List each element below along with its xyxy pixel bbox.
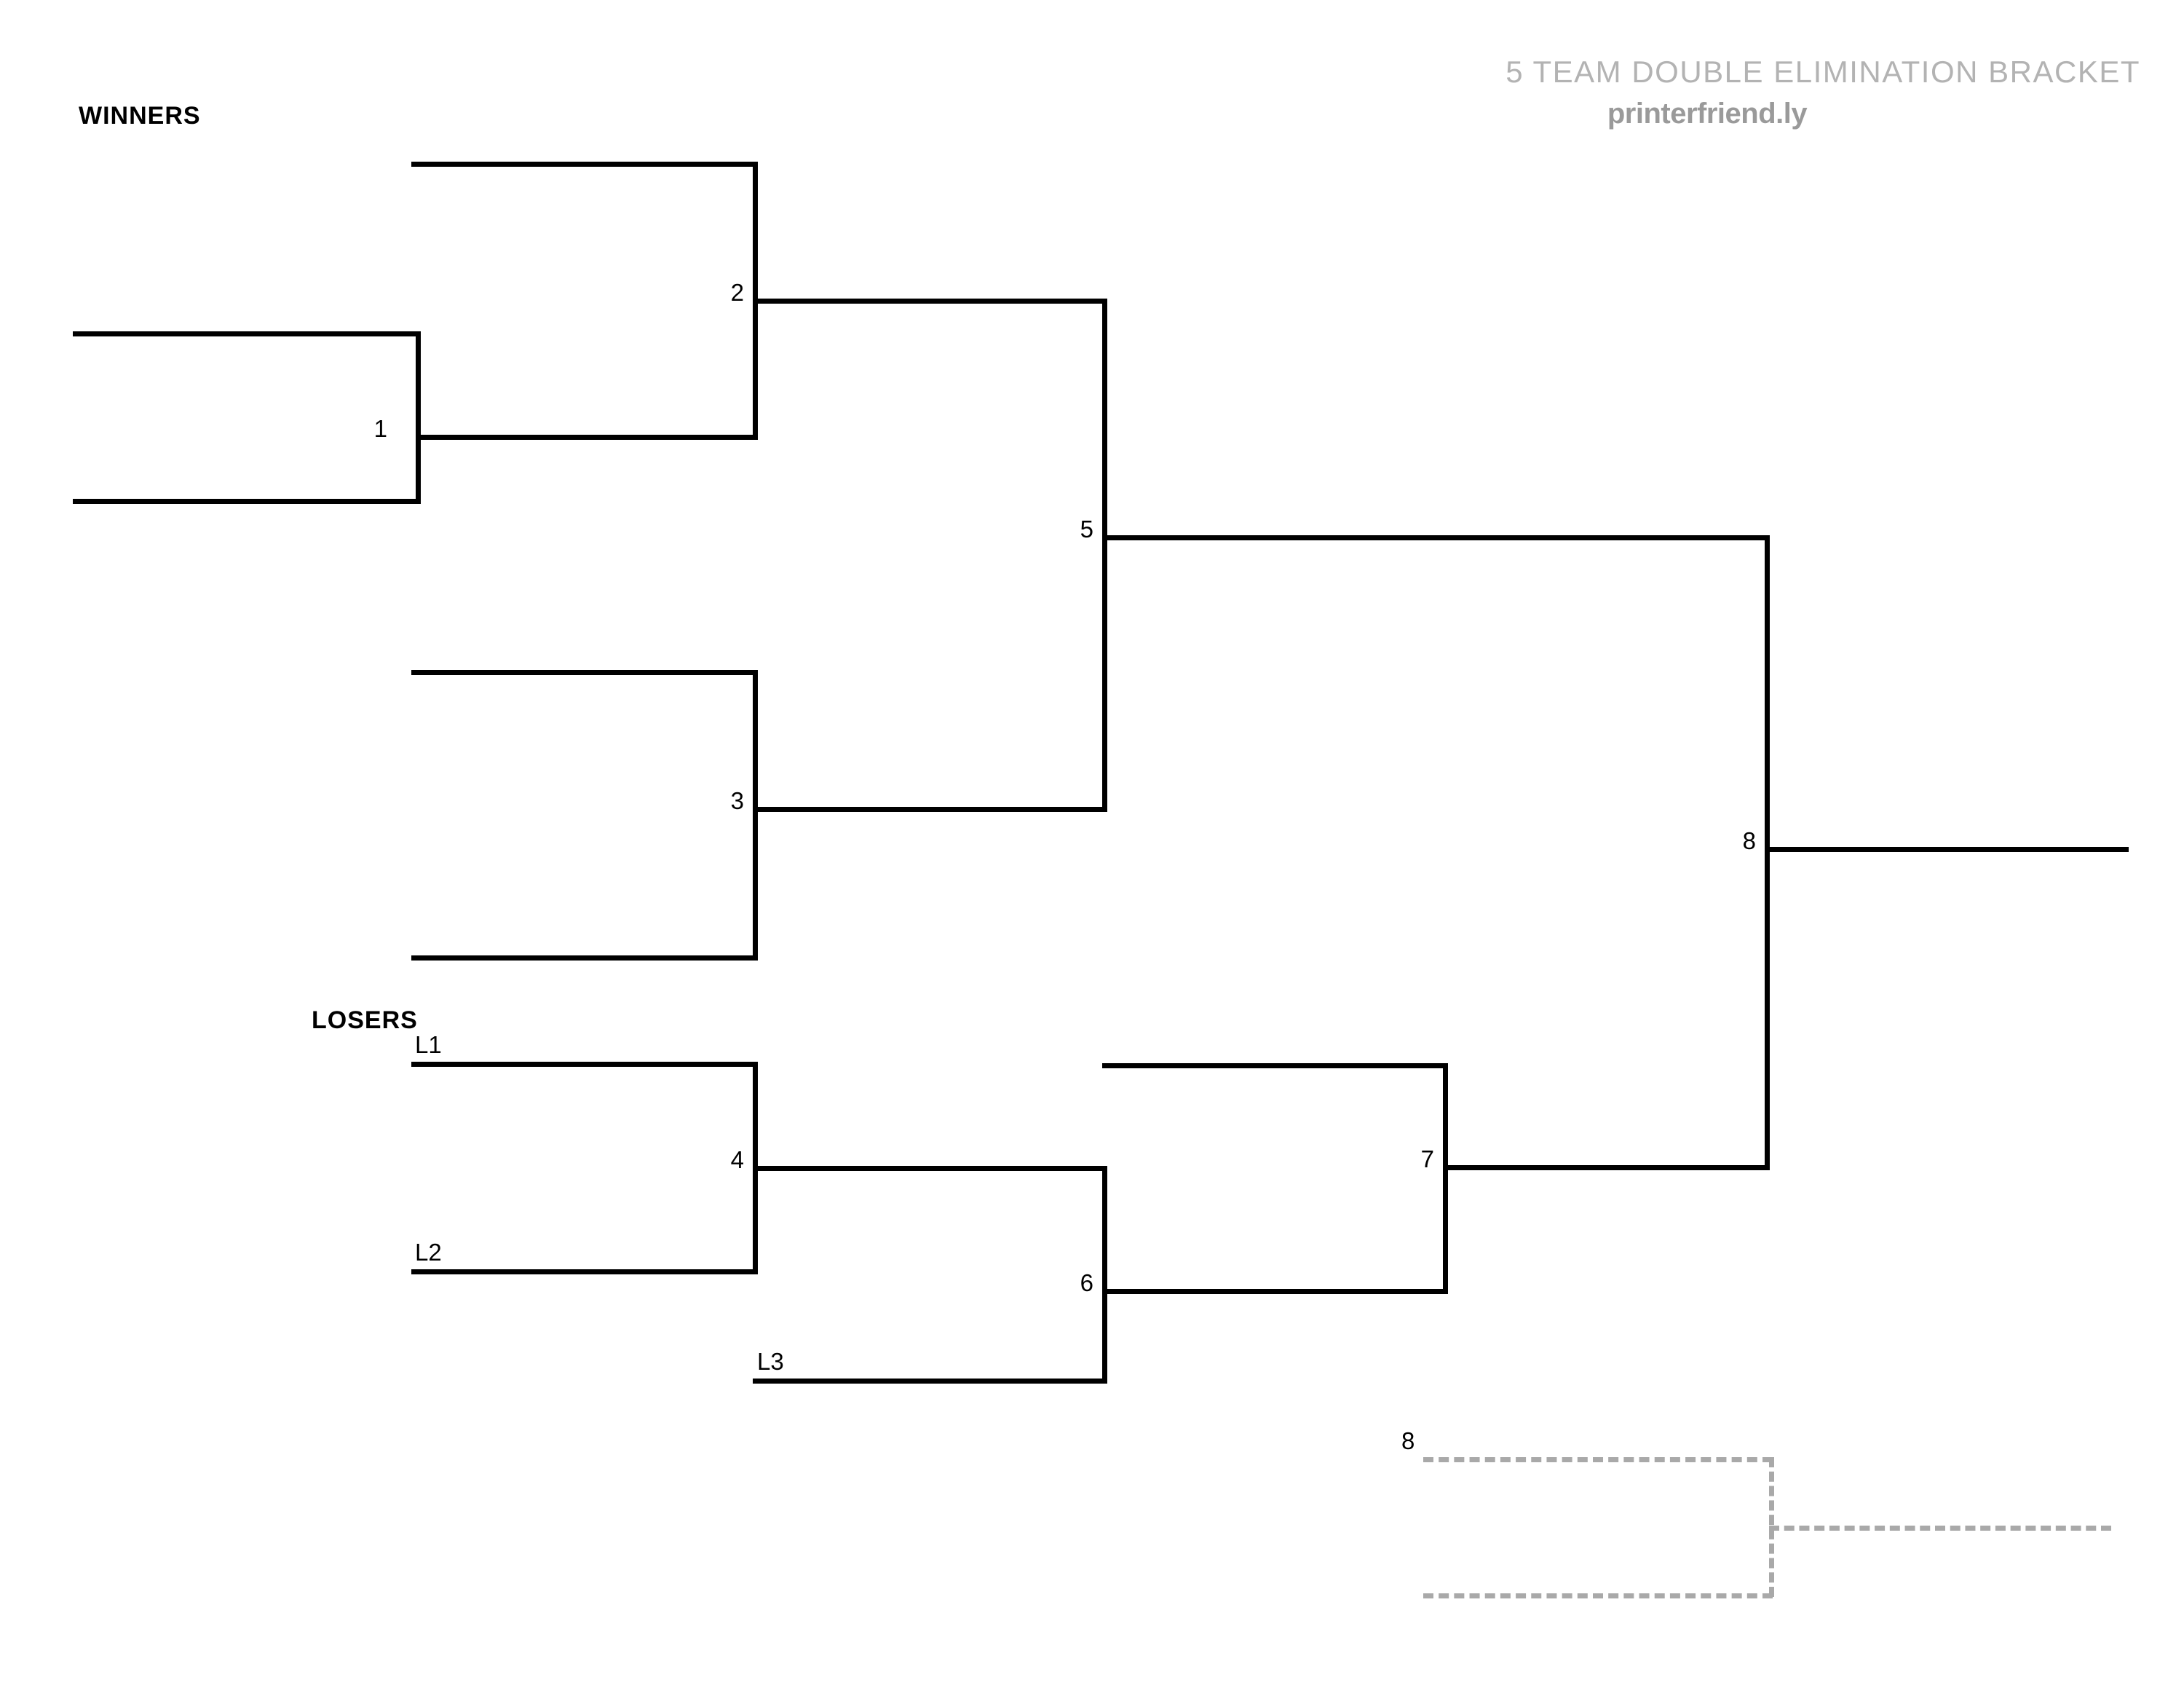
match3-connector <box>753 670 758 961</box>
match1-output-line[interactable] <box>416 435 758 440</box>
match3-slot-top-line[interactable] <box>411 670 758 675</box>
match-number-2: 2 <box>730 279 744 306</box>
match7-slot-top-line[interactable] <box>1102 1063 1448 1068</box>
match3-output-line[interactable] <box>753 807 1107 812</box>
match6-connector <box>1102 1166 1107 1384</box>
seed-label-l2: L2 <box>415 1239 442 1266</box>
match5-connector <box>1102 299 1107 812</box>
loser-slot-l3-line[interactable] <box>753 1379 1107 1384</box>
seed-label-l3: L3 <box>757 1348 784 1375</box>
loser-slot-l2-line[interactable] <box>411 1269 758 1274</box>
match8-connector <box>1765 535 1770 1170</box>
match7-output-line[interactable] <box>1443 1165 1770 1170</box>
if-necessary-slot-bottom-line[interactable] <box>1423 1593 1773 1598</box>
match-number-5: 5 <box>1080 516 1093 543</box>
seed-label-l1: L1 <box>415 1031 442 1058</box>
match3-slot-bottom-line[interactable] <box>411 955 758 961</box>
title-block: 5 TEAM DOUBLE ELIMINATION BRACKET printe… <box>1485 55 2140 130</box>
if-necessary-slot-top-line[interactable] <box>1423 1457 1773 1462</box>
winners-section-label: WINNERS <box>79 102 201 130</box>
match-number-8: 8 <box>1742 827 1756 854</box>
if-necessary-match-number: 8 <box>1401 1427 1415 1454</box>
if-necessary-output-line[interactable] <box>1769 1526 2111 1531</box>
match8-output-line[interactable] <box>1765 847 2129 852</box>
match-number-7: 7 <box>1420 1145 1434 1172</box>
match1-slot-bottom-line[interactable] <box>73 499 421 504</box>
brand-logo: printerfriend.ly <box>1607 98 1808 130</box>
losers-section-label: LOSERS <box>312 1006 418 1034</box>
match-number-1: 1 <box>373 415 387 442</box>
match1-slot-top-line[interactable] <box>73 331 421 336</box>
match-number-3: 3 <box>730 787 744 814</box>
match7-connector <box>1443 1063 1448 1294</box>
match-number-4: 4 <box>730 1146 744 1173</box>
match5-output-line[interactable] <box>1102 535 1770 540</box>
match4-output-line[interactable] <box>753 1166 1107 1171</box>
page-title: 5 TEAM DOUBLE ELIMINATION BRACKET <box>1506 55 2140 89</box>
match2-output-line[interactable] <box>753 299 1107 304</box>
match-number-6: 6 <box>1080 1269 1093 1296</box>
match2-slot-top-line[interactable] <box>411 162 758 167</box>
loser-slot-l1-line[interactable] <box>411 1062 758 1067</box>
match1-connector <box>416 331 421 504</box>
match6-output-line[interactable] <box>1102 1289 1448 1294</box>
